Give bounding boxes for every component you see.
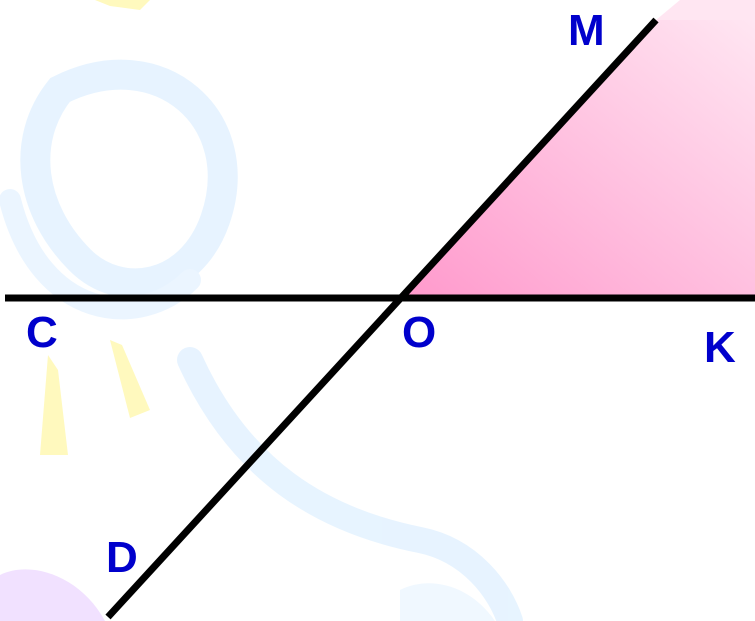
angle-mok-fill [400, 20, 755, 298]
label-point-o: O [402, 308, 436, 357]
label-point-d: D [106, 533, 138, 582]
angle-mok-fill-top [656, 0, 755, 20]
label-point-m: M [568, 6, 605, 55]
label-point-c: C [26, 308, 58, 357]
decor-swirl-blue [20, 59, 238, 299]
line-md [105, 17, 659, 620]
decor-ray-yellow-2 [110, 340, 150, 418]
decor-blob-blue-2 [400, 583, 495, 621]
label-point-k: K [704, 323, 736, 372]
decor-arc-blue [177, 347, 523, 621]
decor-ray-yellow-1 [40, 355, 68, 455]
decor-ray-yellow-3 [95, 0, 150, 10]
decor-blob-violet [0, 569, 105, 621]
